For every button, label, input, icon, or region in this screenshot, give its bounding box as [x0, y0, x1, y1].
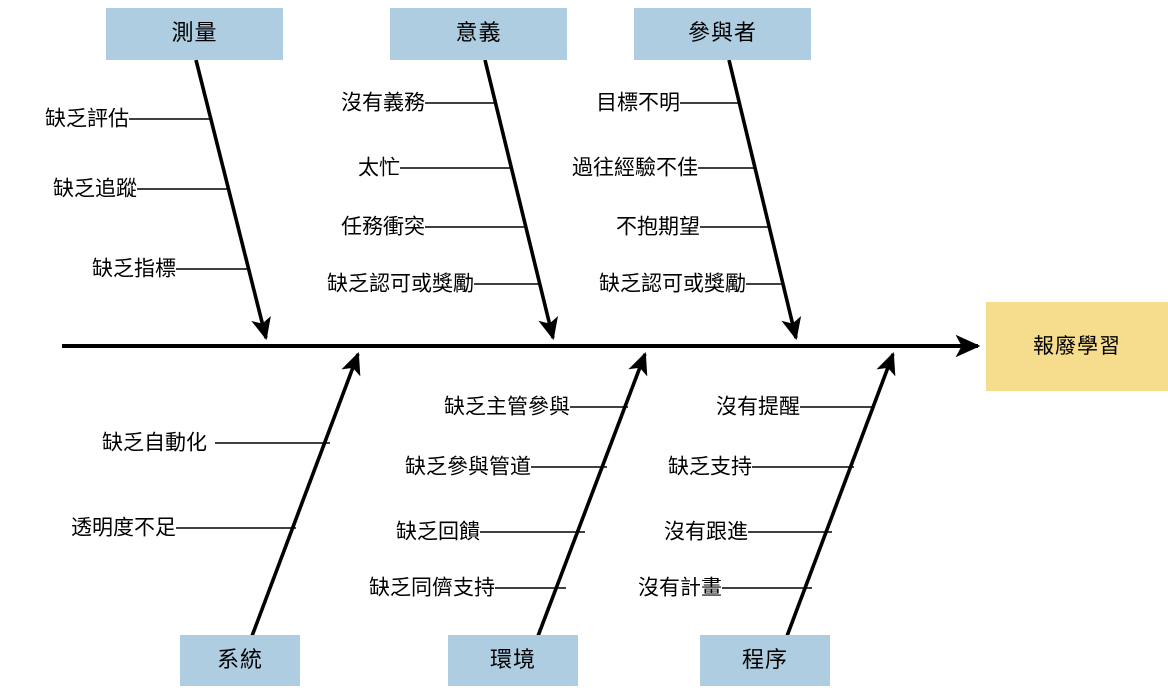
- cause-label-environment-3: 缺乏同儕支持: [369, 575, 495, 600]
- cause-label-process-2: 沒有跟進: [664, 519, 748, 544]
- category-label-measurement: 測量: [171, 21, 218, 46]
- cause-label-meaning-1: 太忙: [358, 155, 400, 180]
- category-box-environment[interactable]: 環境: [448, 635, 578, 686]
- cause-label-system-0: 缺乏自動化: [102, 430, 207, 455]
- cause-label-measurement-2: 缺乏指標: [92, 256, 176, 281]
- category-box-participants[interactable]: 參與者: [634, 8, 811, 60]
- bone-meaning: [483, 59, 559, 341]
- category-label-process: 程序: [741, 647, 788, 673]
- cause-label-measurement-0: 缺乏評估: [45, 106, 129, 131]
- cause-label-process-3: 沒有計畫: [638, 575, 722, 600]
- cause-label-meaning-2: 任務衝突: [341, 214, 425, 239]
- category-label-environment: 環境: [489, 647, 536, 673]
- cause-label-environment-0: 缺乏主管參與: [444, 394, 570, 419]
- cause-label-participants-0: 目標不明: [596, 90, 680, 115]
- cause-label-environment-2: 缺乏回饋: [396, 519, 480, 544]
- category-label-meaning: 意義: [455, 21, 502, 46]
- cause-label-participants-2: 不抱期望: [616, 214, 700, 239]
- effect-box[interactable]: 報廢學習: [986, 302, 1168, 391]
- cause-label-process-1: 缺乏支持: [668, 454, 752, 479]
- category-box-system[interactable]: 系統: [180, 635, 300, 686]
- effect-label: 報廢學習: [1033, 334, 1121, 358]
- bone-system: [250, 351, 361, 637]
- cause-label-meaning-3: 缺乏認可或獎勵: [327, 271, 474, 296]
- category-box-process[interactable]: 程序: [700, 635, 830, 686]
- cause-label-process-0: 沒有提醒: [716, 394, 800, 419]
- cause-label-measurement-1: 缺乏追蹤: [53, 176, 137, 201]
- bone-process: [785, 351, 896, 637]
- cause-label-participants-1: 過往經驗不佳: [572, 155, 698, 180]
- category-label-system: 系統: [216, 647, 263, 673]
- category-label-participants: 參與者: [687, 21, 757, 46]
- category-box-meaning[interactable]: 意義: [390, 8, 567, 60]
- bone-participants: [727, 59, 802, 341]
- bone-measurement: [194, 59, 271, 341]
- category-box-measurement[interactable]: 測量: [106, 8, 283, 60]
- cause-label-environment-1: 缺乏參與管道: [405, 454, 531, 479]
- cause-label-system-1: 透明度不足: [71, 515, 176, 540]
- cause-label-participants-3: 缺乏認可或獎勵: [599, 271, 746, 296]
- cause-label-meaning-0: 沒有義務: [341, 90, 425, 115]
- bone-environment: [536, 351, 648, 637]
